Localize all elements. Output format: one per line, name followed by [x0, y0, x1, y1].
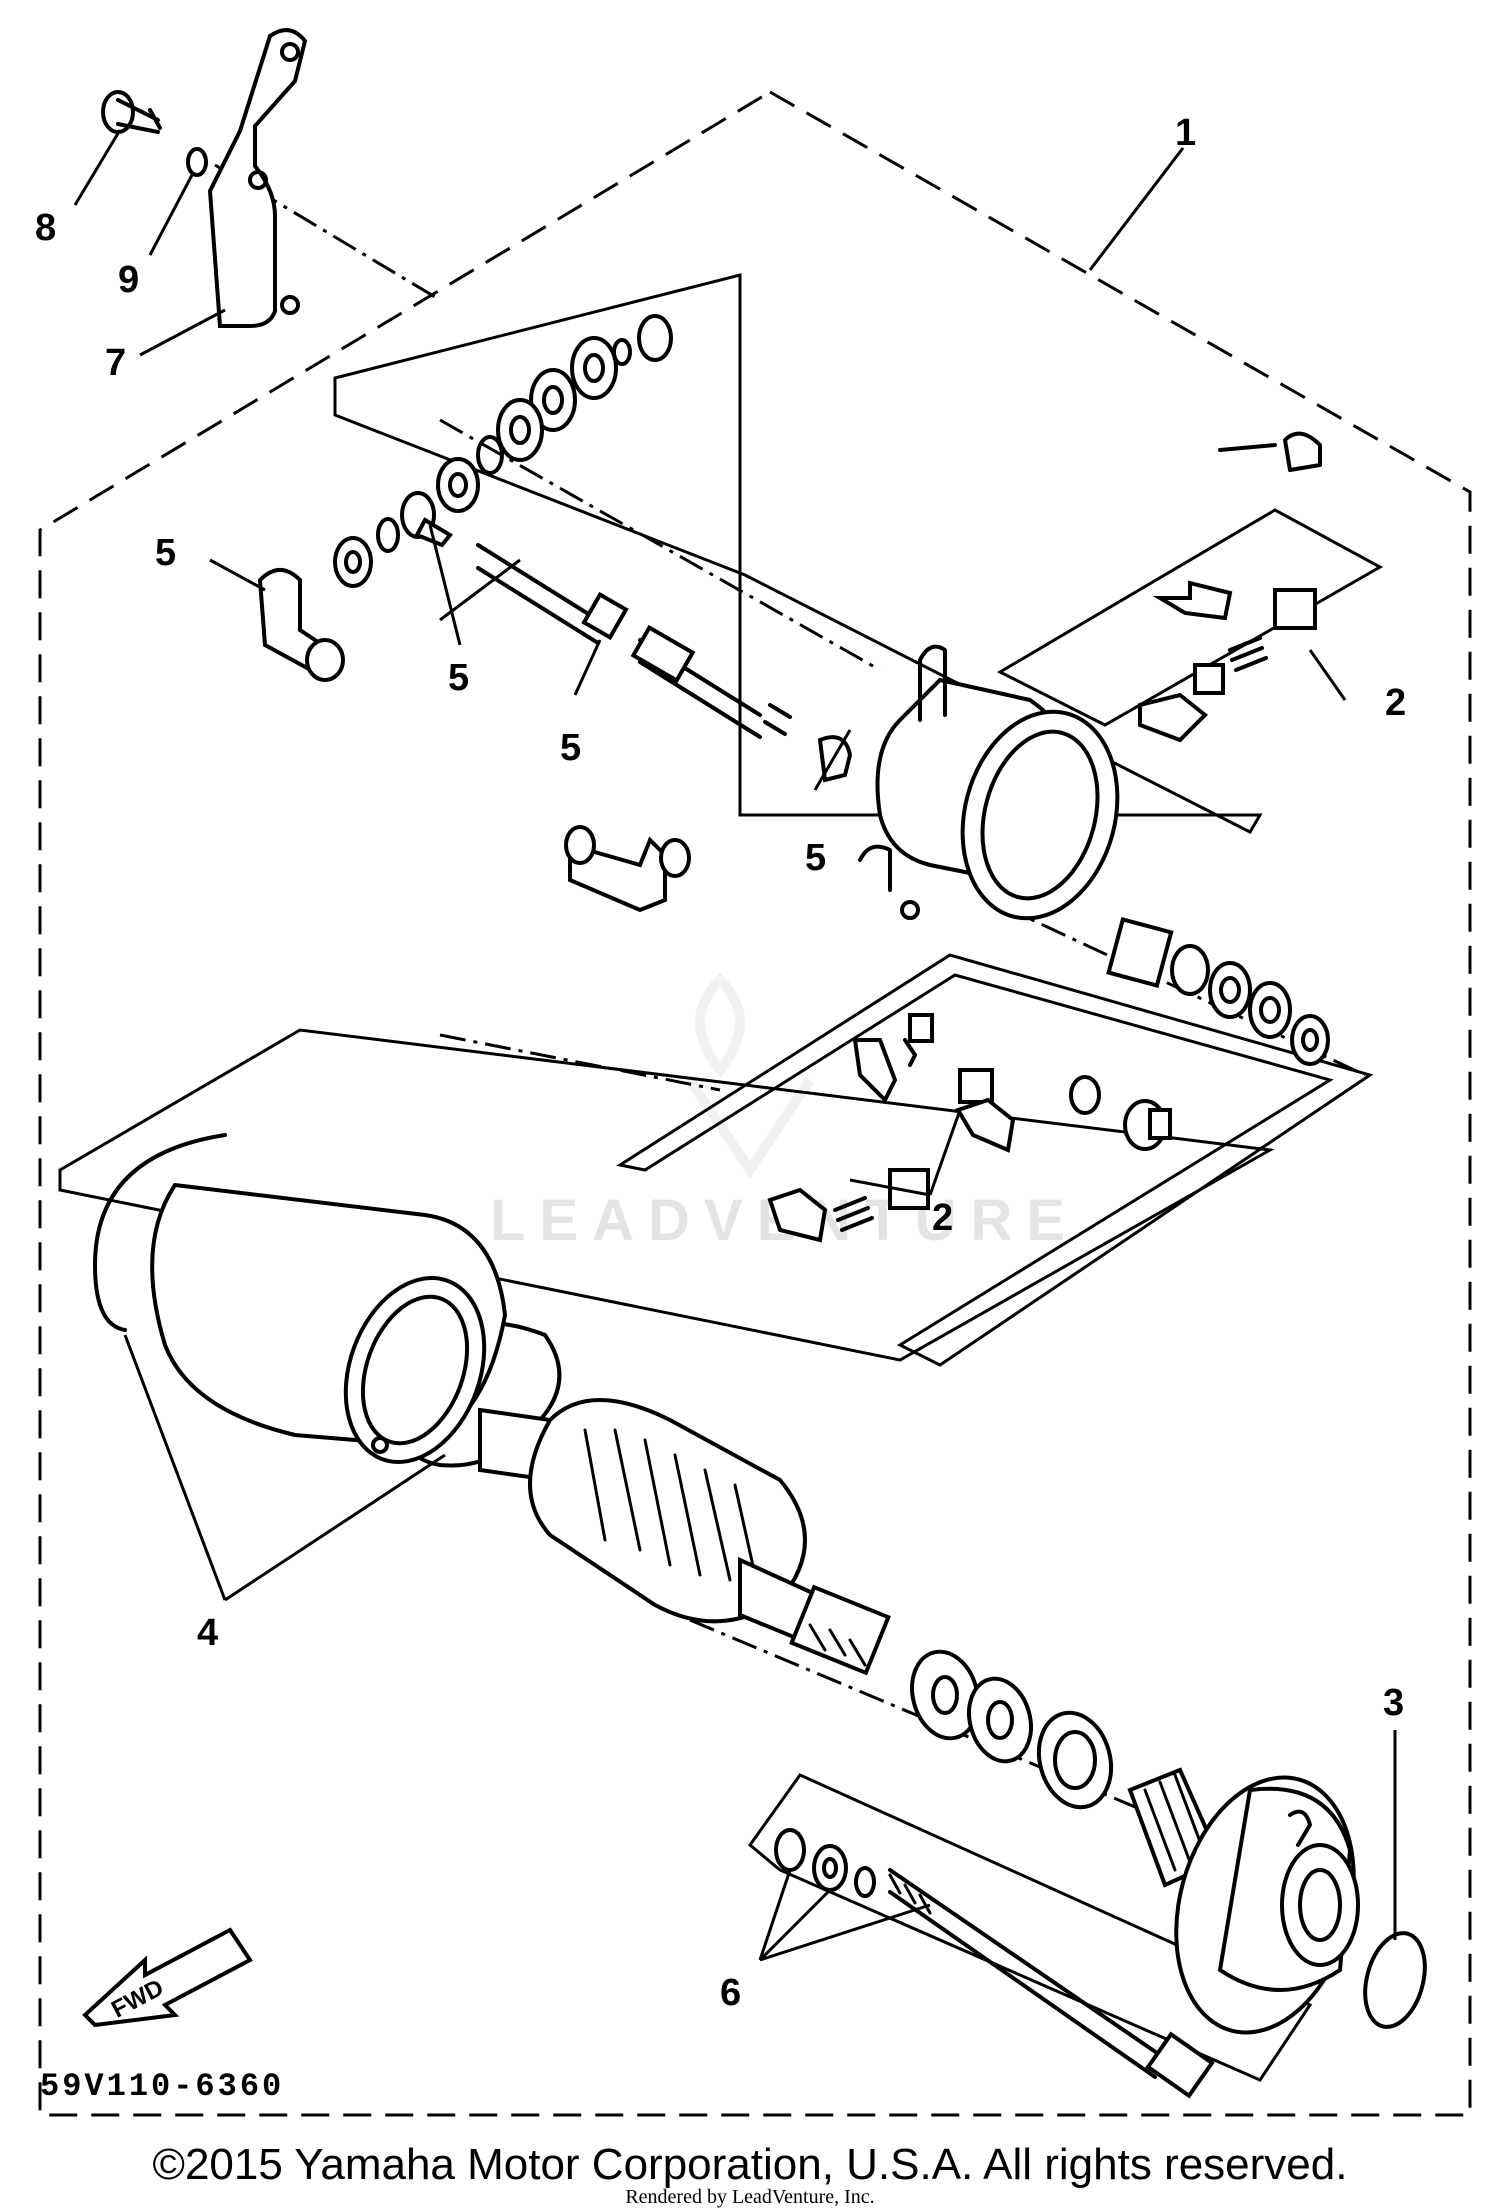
screw-washer-set-part-6	[774, 1828, 1215, 2099]
yoke-frame	[58, 1028, 1275, 1362]
o-ring-small	[1069, 1075, 1101, 1115]
front-cover	[1174, 1775, 1360, 2035]
drawing-code: 59V110-6360	[40, 2068, 284, 2105]
callout-2-lower: 2	[932, 1197, 953, 1239]
callout-2-upper: 2	[1385, 682, 1406, 724]
leader-lines	[73, 129, 1397, 1962]
rear-cover	[858, 644, 1120, 921]
watermark-logo	[685, 972, 815, 1180]
callout-9: 9	[118, 259, 139, 301]
terminal-nuts-and-washers	[436, 314, 673, 513]
armature	[478, 1398, 891, 1676]
rear-cap	[1123, 1099, 1172, 1151]
front-cover-frame	[747, 1773, 1313, 2082]
brush-holder-frame	[996, 508, 1384, 727]
callout-1: 1	[1175, 112, 1196, 154]
brush-set-frame	[616, 953, 1374, 1367]
terminal-align-line	[439, 418, 881, 672]
terminal-nut-set-left	[333, 491, 453, 588]
front-o-ring-part-3	[1363, 1931, 1427, 2029]
shaft-align-line	[439, 1033, 721, 1092]
terminal-kit-frame	[333, 273, 1263, 834]
rod-align-line	[689, 1618, 1191, 1832]
callout-5-boot-left: 5	[155, 532, 176, 574]
brush-holder-upper	[1138, 431, 1322, 743]
callout-5-boot-middle: 5	[560, 727, 581, 769]
bracket-part-7	[207, 28, 308, 328]
rendered-by-credit: Rendered by LeadVenture, Inc.	[625, 2186, 875, 2208]
bracket-align-line	[214, 163, 441, 302]
callout-5-terminal: 5	[448, 657, 469, 699]
callout-3: 3	[1383, 1682, 1404, 1724]
yoke-housing	[150, 1182, 508, 1464]
callout-5-clip: 5	[805, 837, 826, 879]
washer-part-9	[186, 147, 208, 177]
callout-4: 4	[197, 1612, 218, 1654]
terminal-bolt	[476, 543, 792, 739]
insulator-boot-left	[257, 568, 345, 682]
copyright-notice: ©2015 Yamaha Motor Corporation, U.S.A. A…	[152, 2140, 1348, 2189]
callout-8: 8	[35, 207, 56, 249]
rear-bushing-washers	[1106, 917, 1330, 1066]
assembly-boundary	[38, 90, 1472, 2117]
front-washers	[910, 1649, 1223, 1888]
insulator-boot-middle	[564, 825, 691, 913]
fwd-arrow-icon: FWD	[82, 1927, 253, 2028]
callout-6: 6	[720, 1972, 741, 2014]
callout-7: 7	[105, 342, 126, 384]
bolt-part-8	[101, 90, 162, 134]
